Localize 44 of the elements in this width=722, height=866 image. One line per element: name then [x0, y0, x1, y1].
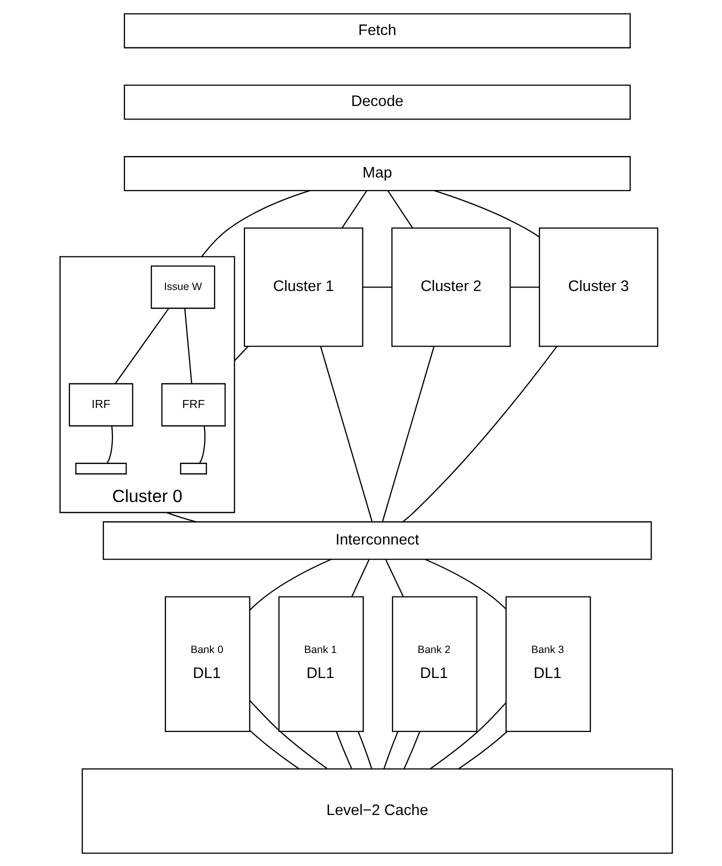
node-box: Map [123, 156, 630, 191]
connector [320, 346, 372, 522]
node-box [74, 462, 126, 474]
connector [248, 558, 331, 610]
connector [384, 558, 404, 596]
connector [198, 426, 205, 463]
node-box: Cluster 1 [243, 226, 363, 346]
node-box: Cluster 3 [538, 226, 658, 346]
connector [335, 730, 352, 768]
connector [402, 346, 557, 522]
node-box: Bank 0 DL1 [164, 596, 250, 732]
connector [362, 286, 392, 288]
connector [386, 190, 413, 228]
connector [200, 190, 310, 257]
connector [350, 558, 370, 596]
node-box: FRF [160, 382, 226, 426]
connector [429, 702, 506, 769]
node-box: Level−2 Cache [81, 768, 672, 854]
connector [166, 511, 196, 522]
connector [510, 286, 539, 288]
connector [341, 190, 367, 228]
connector [234, 345, 248, 361]
connector [106, 426, 113, 463]
connector [433, 190, 540, 237]
connector [382, 346, 434, 522]
connector [424, 558, 506, 609]
connector [184, 308, 192, 383]
node-box: Issue W [150, 265, 215, 308]
connector [248, 730, 299, 769]
node-box: Bank 2 DL1 [391, 596, 477, 732]
node-box: Cluster 2 [390, 226, 510, 346]
connector [114, 308, 169, 384]
connector [458, 730, 508, 769]
connector [248, 700, 327, 768]
connector [382, 730, 398, 768]
node-box: Decode [123, 84, 630, 120]
node-box [180, 462, 206, 474]
node-box: Fetch [123, 12, 630, 48]
connector [357, 730, 372, 768]
connector [403, 730, 420, 768]
node-box: IRF [68, 382, 133, 426]
node-box: Bank 1 DL1 [278, 596, 364, 732]
node-box: Interconnect [102, 520, 652, 560]
node-box: Bank 3 DL1 [505, 596, 590, 732]
